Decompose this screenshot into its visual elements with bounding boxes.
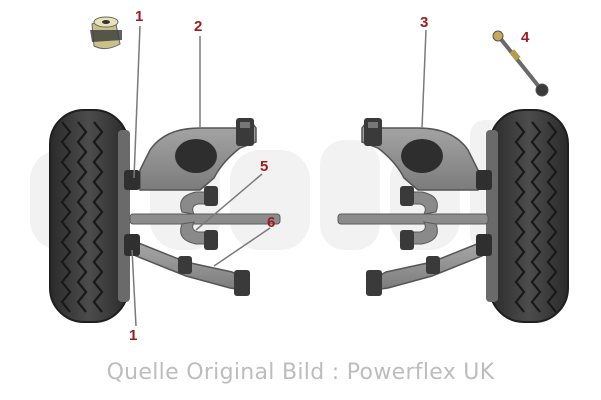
- callout-6: 6: [267, 214, 276, 231]
- callout-1-bottom: 1: [129, 327, 138, 344]
- leader-lines: [131, 25, 427, 327]
- callout-3: 3: [420, 14, 429, 31]
- callout-1-top: 1: [135, 8, 144, 25]
- left-tread-pattern: [60, 121, 104, 313]
- left-hub-bushes: [124, 170, 140, 256]
- bush-part-icon: [90, 16, 122, 50]
- callout-4: 4: [521, 29, 530, 46]
- right-upper-wishbone: [361, 118, 479, 191]
- left-lateral-links: [129, 186, 281, 250]
- right-lower-wishbone: [366, 240, 483, 296]
- left-wheel: [49, 109, 130, 323]
- left-lower-wishbone: [135, 240, 250, 296]
- source-caption: Quelle Original Bild : Powerflex UK: [106, 360, 495, 385]
- right-lateral-links: [337, 186, 489, 250]
- right-hub-bushes: [476, 170, 492, 256]
- adjustable-link-part-icon: [492, 30, 549, 97]
- callout-5: 5: [260, 158, 269, 175]
- right-wheel: [486, 109, 569, 323]
- callout-2: 2: [194, 18, 203, 35]
- left-upper-wishbone: [139, 118, 257, 191]
- right-tread-pattern: [514, 121, 558, 313]
